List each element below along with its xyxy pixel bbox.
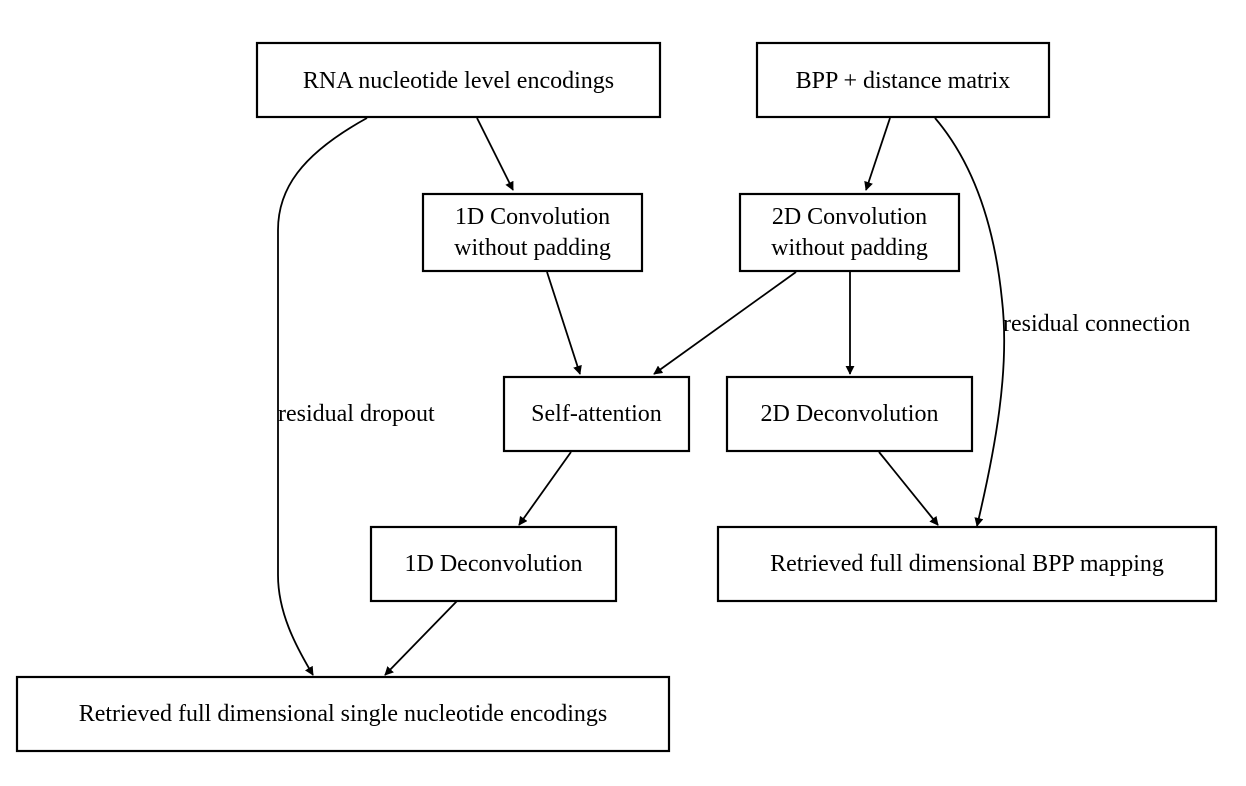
edge-conv2d-to-self-attention bbox=[653, 271, 797, 375]
node-conv2d-label-line1: 2D Convolution bbox=[772, 204, 927, 230]
edge-bpp-to-conv2d bbox=[864, 117, 891, 191]
edge-self-attention-to-deconv1d bbox=[518, 451, 572, 526]
node-retrieved-bpp-label: Retrieved full dimensional BPP mapping bbox=[770, 551, 1164, 577]
node-retrieved-bpp: Retrieved full dimensional BPP mapping bbox=[716, 525, 1218, 603]
node-bpp-distance: BPP + distance matrix bbox=[755, 41, 1051, 119]
edges bbox=[277, 117, 1006, 676]
edge-deconv1d-to-retrieved-single bbox=[384, 600, 458, 676]
node-bpp-distance-label: BPP + distance matrix bbox=[796, 68, 1011, 94]
node-rna-encodings-label: RNA nucleotide level encodings bbox=[303, 68, 614, 94]
node-conv1d: 1D Convolution without padding bbox=[421, 192, 644, 273]
node-conv2d: 2D Convolution without padding bbox=[738, 192, 961, 273]
edge-conv1d-to-self-attention bbox=[546, 271, 582, 375]
edge-label-residual-dropout: residual dropout bbox=[278, 401, 435, 427]
node-deconv1d: 1D Deconvolution bbox=[369, 525, 618, 603]
edge-label-residual-connection: residual connection bbox=[1003, 311, 1190, 337]
edge-deconv2d-to-retrieved-bpp bbox=[878, 451, 939, 526]
node-rna-encodings: RNA nucleotide level encodings bbox=[255, 41, 662, 119]
edge-bpp-to-retrieved-bpp bbox=[934, 117, 1006, 527]
node-deconv1d-label: 1D Deconvolution bbox=[405, 551, 583, 577]
node-conv1d-label-line2: without padding bbox=[454, 235, 611, 261]
node-conv1d-label-line1: 1D Convolution bbox=[455, 204, 610, 230]
node-self-attention-label: Self-attention bbox=[531, 401, 662, 427]
node-deconv2d: 2D Deconvolution bbox=[725, 375, 974, 453]
node-retrieved-single-label: Retrieved full dimensional single nucleo… bbox=[79, 701, 608, 727]
node-self-attention: Self-attention bbox=[502, 375, 691, 453]
node-deconv2d-label: 2D Deconvolution bbox=[761, 401, 939, 427]
node-retrieved-single: Retrieved full dimensional single nucleo… bbox=[15, 675, 671, 753]
node-conv2d-label-line2: without padding bbox=[771, 235, 928, 261]
edge-rna-to-retrieved-single bbox=[277, 117, 368, 676]
edge-rna-to-conv1d bbox=[476, 117, 514, 191]
